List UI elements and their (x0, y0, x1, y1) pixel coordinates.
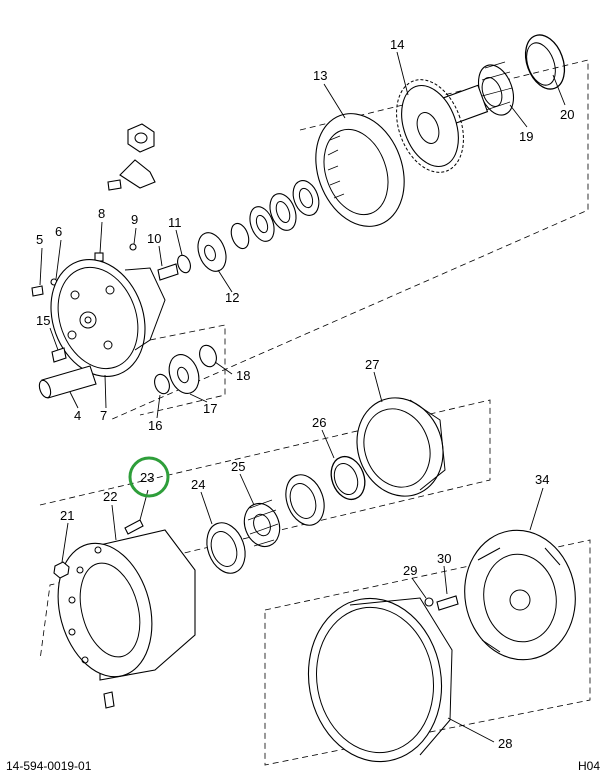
bearing-cup-part-24 (206, 522, 246, 574)
callout-26[interactable]: 26 (312, 415, 326, 430)
nut-part-21 (53, 561, 70, 579)
ring-gear-part-13 (315, 113, 405, 227)
callout-29[interactable]: 29 (403, 563, 417, 578)
callout-17[interactable]: 17 (203, 401, 217, 416)
bearing-part-19 (477, 61, 515, 116)
callout-19[interactable]: 19 (519, 129, 533, 144)
leader-lines (39, 51, 566, 743)
callout-15[interactable]: 15 (36, 313, 50, 328)
callout-9[interactable]: 9 (131, 212, 138, 227)
callout-12[interactable]: 12 (225, 290, 239, 305)
callout-20[interactable]: 20 (560, 107, 574, 122)
callout-28[interactable]: 28 (498, 736, 512, 751)
drum-part-28 (307, 597, 453, 763)
callout-18[interactable]: 18 (236, 368, 250, 383)
callout-34[interactable]: 34 (535, 472, 549, 487)
pin-part-9 (129, 243, 137, 251)
pin-part-10 (157, 263, 179, 281)
highlight-ring-23 (128, 456, 170, 498)
screw-part-15 (51, 347, 67, 363)
callout-21[interactable]: 21 (60, 508, 74, 523)
bearing-cup-part-25 (243, 474, 325, 548)
callout-27[interactable]: 27 (365, 357, 379, 372)
fitting-bottom (103, 691, 115, 709)
callout-16[interactable]: 16 (148, 418, 162, 433)
callout-30[interactable]: 30 (437, 551, 451, 566)
document-number: 14-594-0019-01 (6, 759, 92, 773)
hub-carrier-part-7 (50, 259, 166, 377)
callout-13[interactable]: 13 (313, 68, 327, 83)
nut-and-bracket (107, 123, 156, 191)
callout-23[interactable]: 23 (140, 470, 154, 485)
middle-assembly (53, 397, 446, 709)
hub-part-22 (57, 529, 196, 681)
callout-8[interactable]: 8 (98, 206, 105, 221)
stud-part-23 (124, 519, 144, 535)
upper-assembly (31, 34, 566, 399)
shaft-part-4 (38, 365, 97, 399)
callout-6[interactable]: 6 (55, 224, 62, 239)
callout-11[interactable]: 11 (168, 215, 182, 230)
page-code: H04 (578, 759, 600, 773)
callout-14[interactable]: 14 (390, 37, 404, 52)
gear-part-14 (396, 79, 489, 173)
lower-assembly (307, 529, 576, 763)
washer-part-29 (424, 597, 434, 607)
planet-gear-part-12 (197, 232, 227, 272)
callout-labels: 14 13 20 19 8 9 11 10 6 5 12 15 4 7 16 1… (36, 37, 574, 751)
callout-4[interactable]: 4 (74, 408, 81, 423)
planet-set-16-17-18 (154, 344, 217, 395)
callout-7[interactable]: 7 (100, 408, 107, 423)
seal-ring-part-20 (524, 34, 566, 90)
seal-housing-part-27 (356, 397, 446, 497)
brake-assembly-part-34 (464, 529, 576, 661)
washers-upper (230, 180, 320, 250)
bolt-part-5 (31, 285, 44, 297)
callout-10[interactable]: 10 (147, 231, 161, 246)
bolt-part-30 (436, 595, 459, 611)
callout-5[interactable]: 5 (36, 232, 43, 247)
callout-24[interactable]: 24 (191, 477, 205, 492)
seal-part-26 (330, 455, 366, 501)
callout-25[interactable]: 25 (231, 459, 245, 474)
washer-part-11 (177, 254, 191, 274)
callout-22[interactable]: 22 (103, 489, 117, 504)
